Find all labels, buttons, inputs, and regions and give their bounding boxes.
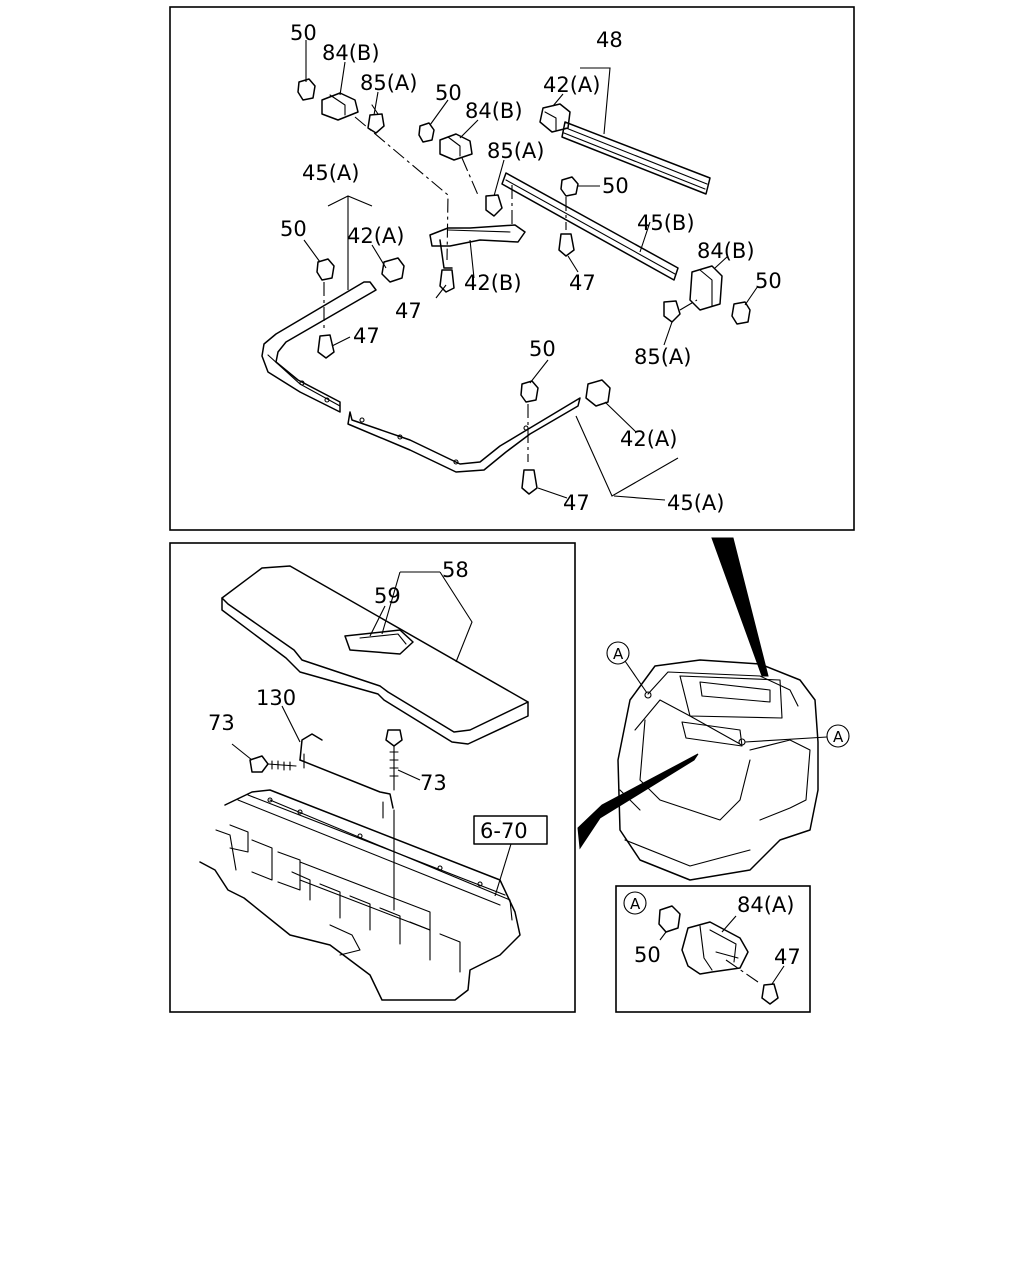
callout-48: 48: [596, 28, 623, 52]
circle-marker-a-2: [744, 724, 850, 748]
callout-42b: 42(B): [464, 271, 522, 295]
callout-42a-a: 42(A): [543, 73, 600, 97]
leader-lines-detail: [659, 915, 785, 985]
callout-6-70: 6-70: [480, 819, 528, 843]
callout-50-b: 50: [435, 81, 462, 105]
callout-47-c: 47: [353, 324, 380, 348]
rail-45b: [501, 172, 679, 281]
callout-42a-b: 42(A): [347, 224, 404, 248]
callout-47-a: 47: [395, 299, 422, 323]
callout-73-b: 73: [420, 771, 447, 795]
callout-45a-b: 45(A): [667, 491, 724, 515]
callout-84b-c: 84(B): [697, 239, 755, 263]
callout-84b-b: 84(B): [465, 99, 523, 123]
callout-50-e: 50: [755, 269, 782, 293]
end-cap-42a-top: [539, 103, 571, 133]
panel-tray-board: 58 59 130 73 73 6-70: [169, 542, 576, 1013]
panel-detail-a: A 84(A) 50 47: [615, 885, 811, 1013]
leader-lines-panel1: [303, 40, 759, 501]
marker-label-a-1: A: [613, 645, 624, 663]
callout-50-d: 50: [280, 217, 307, 241]
rail-48: [561, 121, 711, 195]
clip-50-detail: [658, 905, 681, 933]
detail-label-a: A: [630, 895, 641, 913]
callout-84a: 84(A): [737, 893, 794, 917]
callout-47-d: 47: [563, 491, 590, 515]
callout-85a-c: 85(A): [634, 345, 691, 369]
callout-58: 58: [442, 558, 469, 582]
bolt-73-right: [385, 729, 403, 911]
clip-group-middle: [418, 122, 503, 217]
bracket-42b: [429, 224, 526, 293]
callout-85a-b: 85(A): [487, 139, 544, 163]
callout-50-g: 50: [634, 943, 661, 967]
bolt-73-left: [249, 755, 297, 773]
callout-130: 130: [256, 686, 296, 710]
panel-detail-a-frame: [615, 885, 811, 1013]
vehicle-rear-view: A A: [577, 537, 850, 881]
bracket-84a-detail: [681, 921, 749, 975]
screw-47-detail: [725, 959, 779, 1005]
callout-45a-a: 45(A): [302, 161, 359, 185]
rail-45a-u-shape: [261, 281, 581, 473]
callout-42a-c: 42(A): [620, 427, 677, 451]
panel-tray-board-frame: [169, 542, 576, 1013]
arrow-to-panel2: [577, 753, 699, 850]
u-rail-fasteners: [316, 257, 611, 495]
panel-roof-rails: 48 50 84(B) 85(A) 42(A) 50 84(B) 85(A) 4…: [169, 6, 855, 531]
callout-45b: 45(B): [637, 211, 695, 235]
callout-50-f: 50: [529, 337, 556, 361]
callout-73-a: 73: [208, 711, 235, 735]
marker-label-a-2: A: [833, 728, 844, 746]
callout-47-e: 47: [774, 945, 801, 969]
arrow-to-panel1: [711, 537, 769, 677]
circle-marker-a-1: [606, 641, 648, 694]
detail-marker-a: [623, 891, 647, 915]
floor-panel-6-70: [199, 789, 521, 1001]
leader-lines-panel2: [231, 571, 512, 897]
board-58: [221, 565, 529, 745]
callout-50-c: 50: [602, 174, 629, 198]
stay-130: [299, 733, 394, 819]
panel-roof-rails-frame: [169, 6, 855, 531]
callout-59: 59: [374, 584, 401, 608]
callout-50-a: 50: [290, 21, 317, 45]
callout-85a-a: 85(A): [360, 71, 417, 95]
callout-84b-a: 84(B): [322, 41, 380, 65]
clip-group-right: [663, 265, 751, 325]
vehicle-body: [617, 659, 819, 881]
callout-47-b: 47: [569, 271, 596, 295]
